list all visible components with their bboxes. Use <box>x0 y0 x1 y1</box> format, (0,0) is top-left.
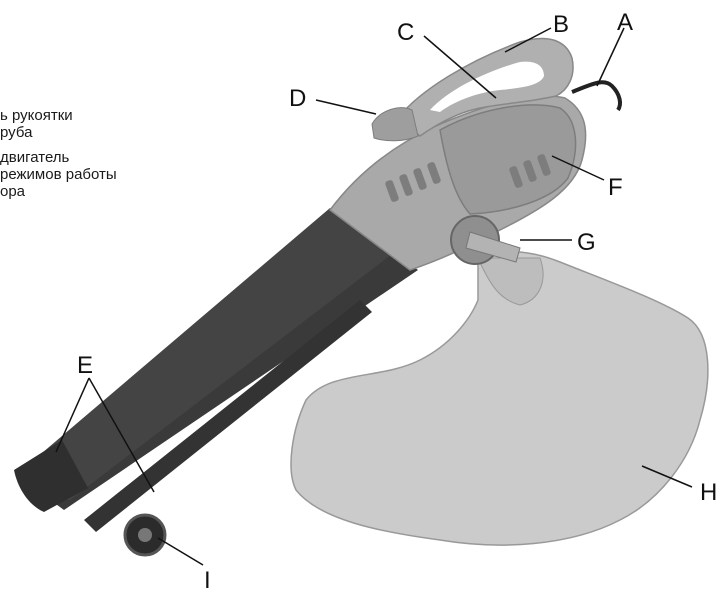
front-grip <box>372 108 418 141</box>
leader-d <box>316 100 376 114</box>
callout-a: A <box>617 9 633 36</box>
callout-b: B <box>553 11 569 38</box>
wheel-hub <box>138 528 152 542</box>
leader-i <box>158 538 203 565</box>
callout-f: F <box>608 174 623 201</box>
callout-g: G <box>577 229 596 256</box>
callout-e: E <box>77 352 93 379</box>
power-cord <box>572 82 620 110</box>
callout-d: D <box>289 85 306 112</box>
callout-c: C <box>397 19 414 46</box>
leader-a <box>597 28 624 86</box>
callout-i: I <box>204 567 211 594</box>
callout-h: H <box>700 479 717 506</box>
